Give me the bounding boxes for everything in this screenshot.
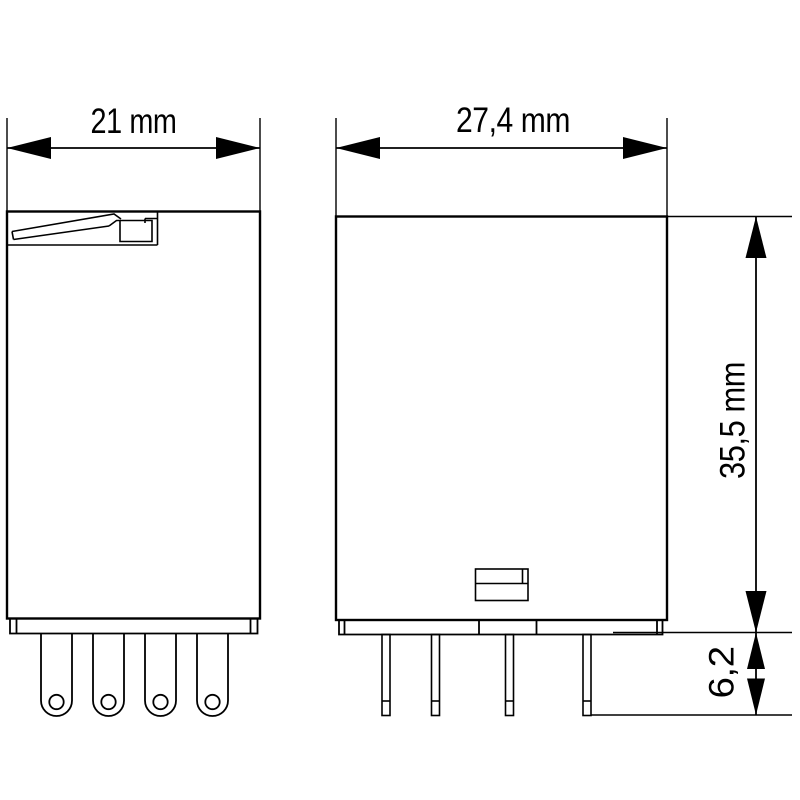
lever-lower-diagonal [13, 225, 110, 241]
relay-front-view [334, 215, 669, 717]
pin-front-4 [582, 633, 592, 717]
pin-side-2 [92, 633, 125, 717]
dimension-side-width-label: 21 mm [91, 102, 177, 141]
arrowhead-right-icon [216, 137, 260, 159]
front-view-body-outline [334, 215, 669, 622]
dimension-pin-length-label: 6,2 [703, 647, 742, 699]
relay-side-view [5, 210, 262, 717]
dimension-pin-length: 6,2 [591, 632, 792, 716]
side-view-pins [40, 633, 229, 717]
pin-hole-3 [152, 693, 169, 711]
flange-outline-side [9, 618, 259, 635]
pin-side-4 [196, 633, 229, 717]
pin-hole-4 [204, 693, 221, 711]
arrowhead-up-icon [747, 632, 765, 669]
pin-hole-2 [100, 693, 117, 711]
lever-upper-diagonal [11, 213, 122, 233]
arrowhead-down-icon [747, 678, 765, 715]
latch-clip [474, 568, 529, 602]
pin-front-2 [430, 633, 441, 717]
pin-front-1 [381, 633, 391, 717]
front-view-pins [381, 633, 592, 717]
arrowhead-up-icon [745, 216, 767, 258]
arrowhead-down-icon [745, 591, 767, 633]
side-view-mounting-flange [9, 618, 259, 635]
dimension-body-height: 35,5 mm [613, 215, 792, 634]
pin-front-3 [504, 633, 515, 717]
lever-head-block [108, 219, 153, 243]
pin-side-1 [40, 633, 73, 717]
dimension-front-width-extension-lines [335, 118, 668, 216]
side-view-body-outline [5, 210, 262, 620]
arrowhead-left-icon [7, 137, 51, 159]
dimension-body-height-label: 35,5 mm [714, 362, 753, 479]
dimension-front-width-label: 27,4 mm [456, 101, 570, 140]
latch-clip-outline [474, 568, 529, 602]
dimension-front-width: 27,4 mm [335, 101, 668, 216]
pin-side-3 [144, 633, 177, 717]
lever-left-end [11, 231, 15, 240]
pin-hole-1 [48, 693, 65, 711]
dimension-side-width-extension-lines [6, 118, 261, 211]
dimension-side-width: 21 mm [6, 102, 261, 211]
arrowhead-left-icon [336, 137, 380, 159]
flange-outline-front [338, 620, 664, 636]
release-lever [7, 211, 159, 246]
arrowhead-right-icon [623, 137, 667, 159]
